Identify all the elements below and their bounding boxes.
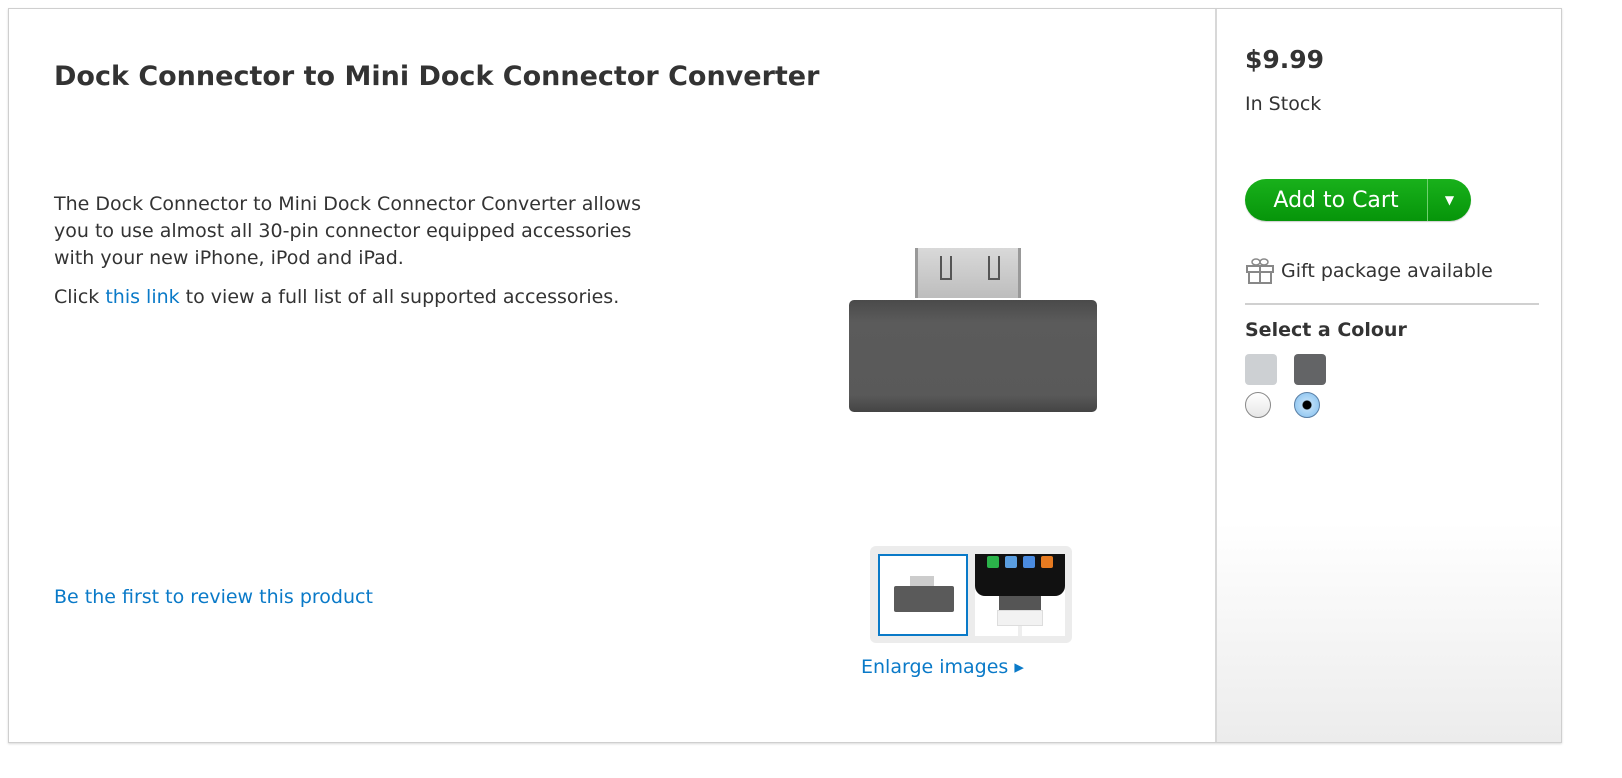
thumbnail-1[interactable] (878, 554, 968, 636)
stock-status: In Stock (1245, 93, 1322, 115)
connector-body (849, 300, 1097, 412)
review-link[interactable]: Be the first to review this product (54, 586, 373, 608)
divider (1245, 303, 1539, 305)
product-description: The Dock Connector to Mini Dock Connecto… (54, 191, 674, 323)
product-image (847, 246, 1097, 416)
add-to-cart-label: Add to Cart (1273, 187, 1399, 213)
gift-label: Gift package available (1281, 260, 1493, 282)
thumbnail-strip (870, 546, 1072, 643)
colour-radio-black[interactable] (1294, 392, 1320, 418)
note-prefix: Click (54, 286, 106, 308)
purchase-sidebar: $9.99 In Stock Add to Cart ▼ Gift packag… (1215, 9, 1561, 742)
add-to-cart-button[interactable]: Add to Cart ▼ (1245, 179, 1471, 221)
product-card: Dock Connector to Mini Dock Connector Co… (8, 8, 1562, 743)
colour-radio-white[interactable] (1245, 392, 1271, 418)
select-colour-heading: Select a Colour (1245, 319, 1407, 341)
colour-swatch-white[interactable] (1245, 354, 1277, 385)
description-text: The Dock Connector to Mini Dock Connecto… (54, 193, 642, 269)
connector-plug (915, 248, 1021, 298)
price: $9.99 (1245, 45, 1325, 74)
gift-icon (1246, 258, 1274, 284)
colour-swatch-black[interactable] (1294, 354, 1326, 385)
cart-dropdown-icon[interactable]: ▼ (1427, 179, 1471, 221)
gift-package: Gift package available (1245, 257, 1493, 285)
accessories-note: Click this link to view a full list of a… (54, 284, 674, 311)
product-main: Dock Connector to Mini Dock Connector Co… (9, 9, 1215, 742)
thumbnail-2[interactable] (975, 554, 1065, 636)
note-suffix: to view a full list of all supported acc… (179, 286, 620, 308)
enlarge-images-link[interactable]: Enlarge images ▸ (861, 656, 1024, 678)
page-title: Dock Connector to Mini Dock Connector Co… (54, 61, 820, 92)
accessories-link[interactable]: this link (105, 286, 180, 308)
